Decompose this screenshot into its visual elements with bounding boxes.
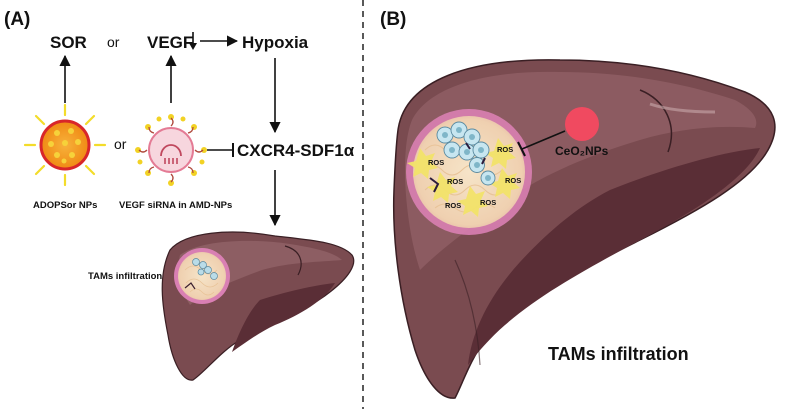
ros-label-4: ROS (505, 176, 521, 185)
np1-caption: ADOPSor NPs (33, 200, 97, 211)
vegf-label: VEGF (147, 33, 193, 52)
or-top-label: or (107, 34, 120, 50)
panel-a-label: (A) (4, 9, 30, 30)
adopsor-nanoparticle-icon (23, 103, 107, 187)
ros-label-6: ROS (480, 198, 496, 207)
panel-a: (A) SOR or VEGF Hypoxia (4, 9, 355, 381)
or-mid-label: or (114, 136, 127, 152)
panel-b-label: (B) (380, 9, 406, 30)
inhibition-to-cxcr4 (207, 143, 234, 157)
ros-label-5: ROS (445, 201, 461, 210)
sirna-nanoparticle-icon (135, 114, 207, 186)
ceo2-inhibition (517, 130, 566, 157)
hypoxia-label: Hypoxia (242, 33, 309, 52)
vegf-down-arrow-icon (189, 32, 197, 50)
cxcr4-label: CXCR4-SDF1α (237, 141, 355, 160)
liver-large-illustration: ROS ROS ROS ROS ROS ROS (392, 59, 776, 399)
ceo2-label: CeO₂NPs (555, 144, 609, 158)
sor-label: SOR (50, 33, 87, 52)
tams-a-label: TAMs infiltration (88, 271, 162, 282)
tams-b-label: TAMs infiltration (548, 344, 689, 364)
ros-label-3: ROS (447, 177, 463, 186)
ceo2-nanoparticle-icon (565, 107, 599, 141)
np2-caption: VEGF siRNA in AMD-NPs (119, 200, 232, 211)
liver-small-illustration (161, 231, 355, 381)
ros-label-2: ROS (497, 145, 513, 154)
panel-b: (B) (380, 9, 776, 399)
ros-label-1: ROS (428, 158, 444, 167)
